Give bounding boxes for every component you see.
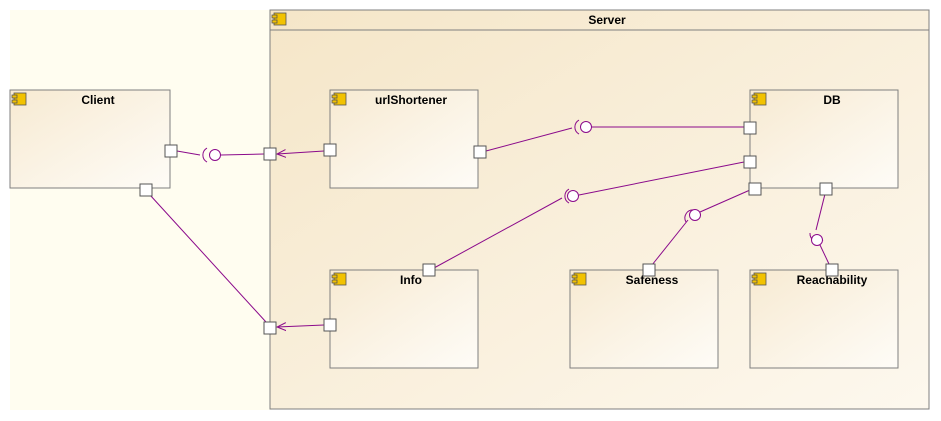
safeness-label: Safeness	[626, 273, 679, 287]
ball-icon	[580, 121, 592, 133]
reachability-component[interactable]: Reachability	[749, 269, 899, 369]
safeness-port-top[interactable]	[642, 263, 656, 277]
assembly-client-server[interactable]	[149, 194, 267, 323]
socket-icon	[564, 188, 570, 204]
reachability-db-interface[interactable]	[809, 193, 830, 265]
component-icon	[271, 12, 287, 26]
client-port-right[interactable]	[164, 144, 178, 158]
client-label: Client	[81, 93, 114, 107]
urlshortener-db-interface[interactable]	[485, 119, 744, 152]
delegation-server-info[interactable]	[277, 325, 325, 327]
server-port-top[interactable]	[263, 147, 277, 161]
ball-icon	[567, 190, 579, 202]
component-icon	[751, 92, 767, 106]
socket-icon	[202, 147, 208, 163]
urlshortener-label: urlShortener	[375, 93, 447, 107]
ball-icon	[209, 149, 221, 161]
component-icon	[11, 92, 27, 106]
db-box	[749, 89, 899, 189]
diagram-background	[10, 10, 272, 410]
server-label: Server	[588, 13, 626, 27]
reachability-label: Reachability	[797, 273, 868, 287]
safeness-db-interface[interactable]	[651, 189, 751, 266]
reachability-box	[749, 269, 899, 369]
client-component[interactable]: Client	[9, 89, 171, 189]
ports	[139, 121, 839, 335]
component-icon	[331, 92, 347, 106]
db-component[interactable]: DB	[749, 89, 899, 189]
db-port-left-bottom[interactable]	[743, 155, 757, 169]
urlshortener-port-right[interactable]	[473, 145, 487, 159]
info-label: Info	[400, 273, 422, 287]
client-box	[9, 89, 171, 189]
component-icon	[571, 272, 587, 286]
connectors	[149, 119, 830, 327]
db-port-bottom-right[interactable]	[819, 182, 833, 196]
urlshortener-port-left[interactable]	[323, 143, 337, 157]
server-port-bottom[interactable]	[263, 321, 277, 335]
client-server-interface[interactable]	[176, 147, 265, 163]
info-port-left[interactable]	[323, 318, 337, 332]
info-port-top[interactable]	[422, 263, 436, 277]
ball-icon	[811, 234, 823, 246]
info-box	[329, 269, 479, 369]
db-port-bottom-left[interactable]	[748, 182, 762, 196]
info-db-interface[interactable]	[433, 161, 745, 269]
urlshortener-box	[329, 89, 479, 189]
urlshortener-component[interactable]: urlShortener	[329, 89, 479, 189]
ball-icon	[689, 209, 701, 221]
component-icon	[331, 272, 347, 286]
delegation-server-urlshortener[interactable]	[277, 151, 325, 154]
db-label: DB	[823, 93, 841, 107]
safeness-box	[569, 269, 719, 369]
safeness-component[interactable]: Safeness	[569, 269, 719, 369]
reachability-port-top[interactable]	[825, 263, 839, 277]
client-port-bottom[interactable]	[139, 183, 153, 197]
socket-icon	[574, 119, 580, 135]
component-icon	[751, 272, 767, 286]
info-component[interactable]: Info	[329, 269, 479, 369]
db-port-left-top[interactable]	[743, 121, 757, 135]
